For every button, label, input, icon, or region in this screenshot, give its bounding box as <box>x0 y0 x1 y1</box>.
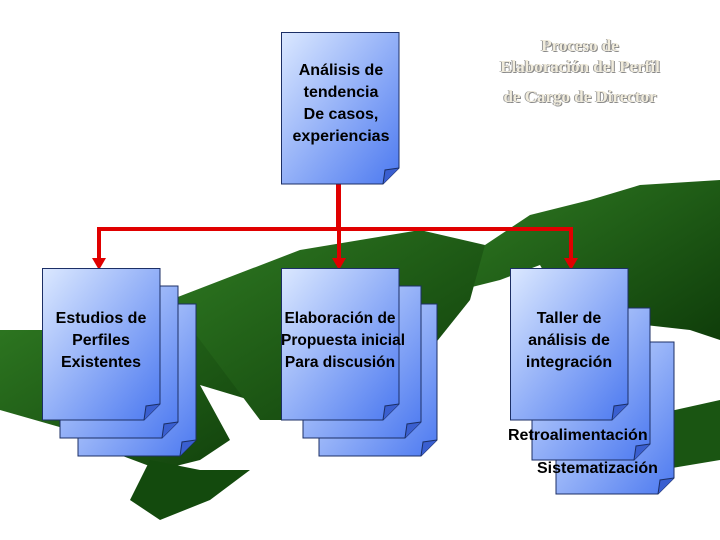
arrowhead-left <box>92 258 106 270</box>
elaboracion-line-3: Para discusión <box>284 354 396 371</box>
label-sistematizacion: Sistematización <box>537 460 658 477</box>
analisis-line-4: experiencias <box>292 128 390 145</box>
title-line-2: Elaboración del Perfil <box>500 57 660 76</box>
connector-left-drop <box>97 229 101 259</box>
estudios-line-1: Estudios de <box>55 310 147 327</box>
wrist-shape <box>130 460 250 520</box>
right-hand-shape <box>460 180 720 340</box>
elaboracion-line-1: Elaboración de <box>284 310 396 327</box>
document-stack-estudios: Estudios de Perfiles Existentes <box>42 268 202 460</box>
estudios-line-3: Existentes <box>60 354 142 371</box>
arrowhead-right <box>564 258 578 270</box>
taller-line-3: integración <box>525 354 613 371</box>
arrowhead-mid <box>332 258 346 270</box>
connector-vertical-top <box>336 184 341 229</box>
analisis-line-3: De casos, <box>303 106 379 123</box>
title-line-1: Proceso de <box>541 36 619 55</box>
document-stack-elaboracion: Elaboración de Propuesta inicial Para di… <box>281 268 441 460</box>
diagram-title: Proceso de Elaboración del Perfil de Car… <box>470 36 690 107</box>
connector-mid-drop <box>337 229 341 259</box>
taller-line-2: análisis de <box>528 332 610 349</box>
document-analisis: Análisis de tendencia De casos, experien… <box>281 32 401 186</box>
connector-horizontal <box>97 227 573 231</box>
elaboracion-line-2: Propuesta inicial <box>281 332 406 349</box>
connector-right-drop <box>569 229 573 259</box>
document-stack-taller: Taller de análisis de integración <box>510 268 680 500</box>
estudios-line-2: Perfiles <box>72 332 130 349</box>
taller-line-1: Taller de <box>536 310 602 327</box>
title-line-3: de Cargo de Director <box>503 87 657 106</box>
analisis-line-2: tendencia <box>303 84 379 101</box>
analisis-line-1: Análisis de <box>298 62 384 79</box>
label-retroalimentacion: Retroalimentación <box>508 427 648 444</box>
